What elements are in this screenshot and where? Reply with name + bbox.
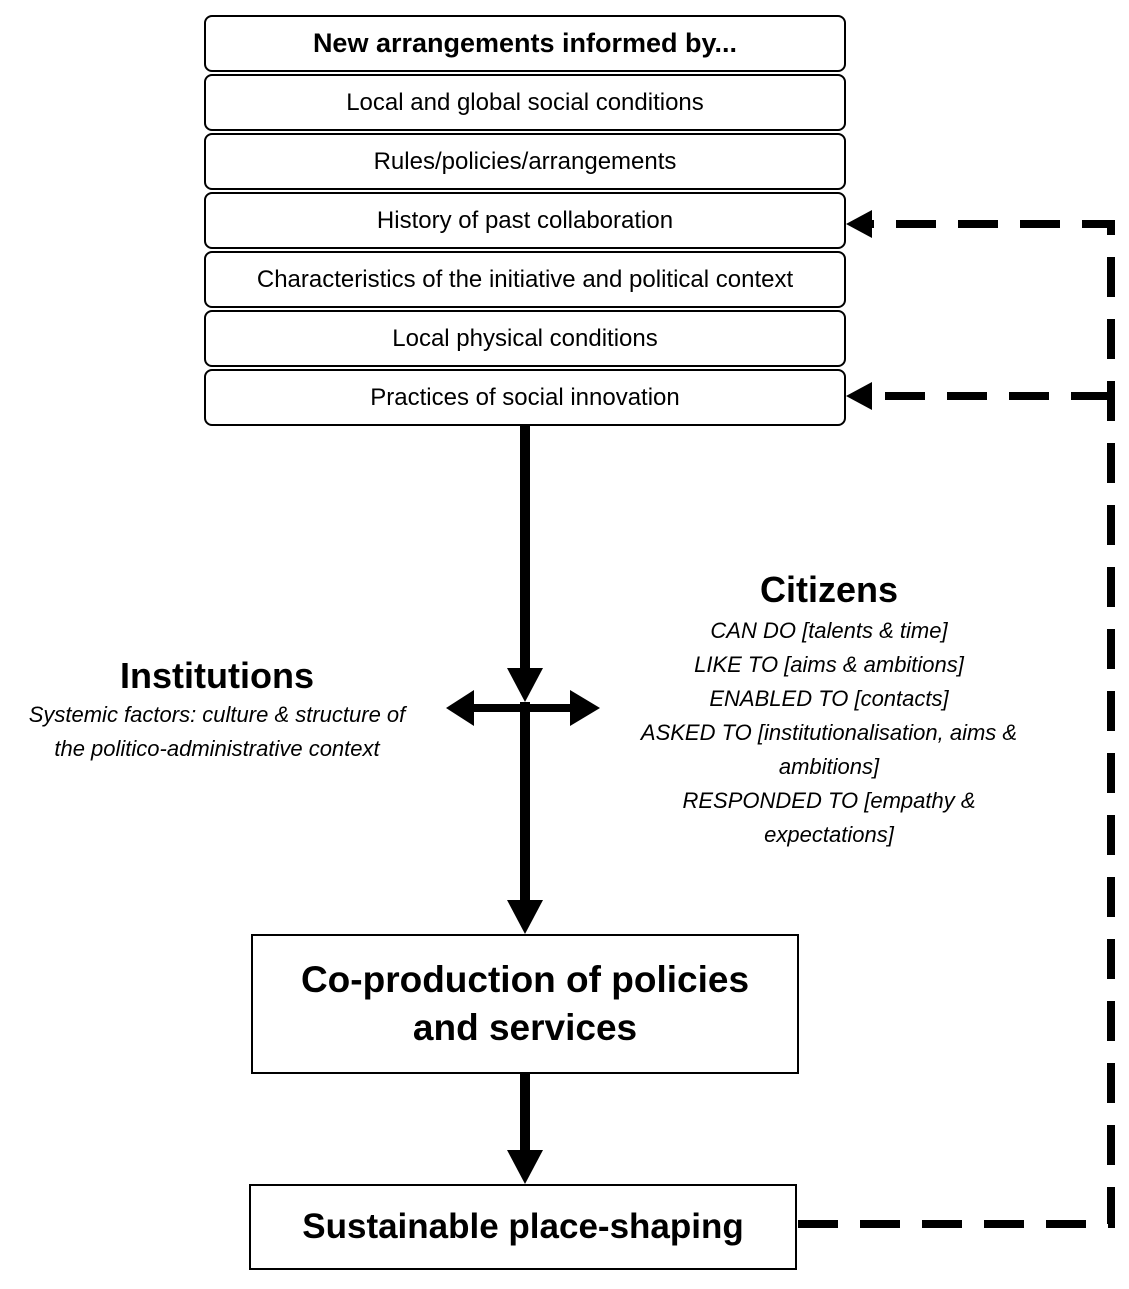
arrowhead-right — [570, 690, 600, 726]
citizens-heading: Citizens — [759, 569, 899, 610]
citizens-line: CAN DO [talents & time] — [710, 618, 948, 643]
arrangement-item-social-innovation: Practices of social innovation — [204, 369, 846, 426]
citizens-line: RESPONDED TO [empathy & — [682, 788, 976, 813]
arrangement-item-history: History of past collaboration — [204, 192, 846, 249]
citizens-line: ambitions] — [778, 754, 880, 779]
citizens-line: expectations] — [764, 822, 894, 847]
citizens-line: ENABLED TO [contacts] — [709, 686, 949, 711]
arrangement-item-label: Local and global social conditions — [346, 88, 704, 116]
arrangement-item-social-conditions: Local and global social conditions — [204, 74, 846, 131]
flow-arrowhead-coproduction — [507, 900, 543, 934]
outcome-label: Sustainable place-shaping — [302, 1207, 744, 1246]
arrangement-item-label: History of past collaboration — [376, 206, 674, 234]
flow-arrowhead-outcome — [507, 1150, 543, 1184]
institutions-description-line: the politico-administrative context — [54, 736, 380, 761]
institutions-heading: Institutions — [120, 655, 314, 696]
coproduction-line-2: and services — [412, 1007, 638, 1048]
coproduction-line-1: Co-production of policies — [300, 959, 750, 1000]
flow-arrowhead-junction — [507, 668, 543, 702]
arrowhead-left — [446, 690, 474, 726]
arrangement-item-label: Practices of social innovation — [370, 383, 680, 411]
feedback-arrowhead-innovation — [846, 382, 872, 410]
coproduction-box: Co-production of policies and services — [251, 934, 799, 1074]
outcome-box: Sustainable place-shaping — [249, 1184, 797, 1270]
citizens-line: LIKE TO [aims & ambitions] — [694, 652, 964, 677]
arrangements-title-box: New arrangements informed by... — [204, 15, 846, 72]
arrangement-item-characteristics: Characteristics of the initiative and po… — [204, 251, 846, 308]
feedback-arrowhead-history — [846, 210, 872, 238]
arrangement-item-physical-conditions: Local physical conditions — [204, 310, 846, 367]
arrangement-item-label: Characteristics of the initiative and po… — [256, 265, 794, 293]
citizens-block: Citizens CAN DO [talents & time] LIKE TO… — [604, 570, 1054, 852]
institutions-description-line: Systemic factors: culture & structure of — [28, 702, 406, 727]
arrangements-title: New arrangements informed by... — [312, 28, 738, 58]
feedback-loop-dashed — [798, 220, 1115, 1228]
institutions-block: Institutions Systemic factors: culture &… — [0, 656, 434, 766]
arrangement-item-label: Rules/policies/arrangements — [373, 147, 677, 175]
citizens-line: ASKED TO [institutionalisation, aims & — [640, 720, 1018, 745]
arrangement-item-rules: Rules/policies/arrangements — [204, 133, 846, 190]
arrangement-item-label: Local physical conditions — [392, 324, 658, 352]
